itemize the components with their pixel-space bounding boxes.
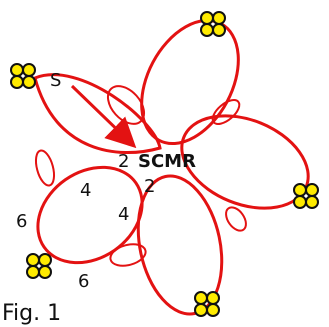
small-ring-left (34, 149, 56, 187)
bead-cluster-left-icon (10, 63, 36, 89)
center-label: SCMR (138, 151, 196, 172)
count-left-upper: 4 (80, 180, 91, 201)
bottom-ring (136, 174, 224, 316)
small-ring-upper-right (211, 99, 241, 125)
small-ring-upper-left (106, 85, 146, 125)
bead-cluster-bottom-icon (194, 291, 220, 317)
count-left-lower: 4 (118, 204, 129, 225)
figure-caption: Fig. 1 (2, 301, 61, 326)
small-ring-lower-center (109, 243, 147, 267)
upper-left-ring (33, 73, 162, 155)
top-ring (140, 18, 240, 146)
small-ring-lower-right (225, 206, 247, 232)
start-label: S (50, 70, 61, 91)
count-far-left: 6 (16, 211, 27, 232)
arrow-icon (70, 84, 137, 149)
bead-cluster-bottom-left-icon (26, 253, 52, 279)
bead-cluster-top-icon (200, 11, 226, 37)
count-center-bottom: 2 (144, 176, 155, 197)
count-center-top: 2 (118, 151, 129, 172)
bead-cluster-right-icon (293, 183, 319, 209)
count-bottom: 6 (78, 271, 89, 292)
